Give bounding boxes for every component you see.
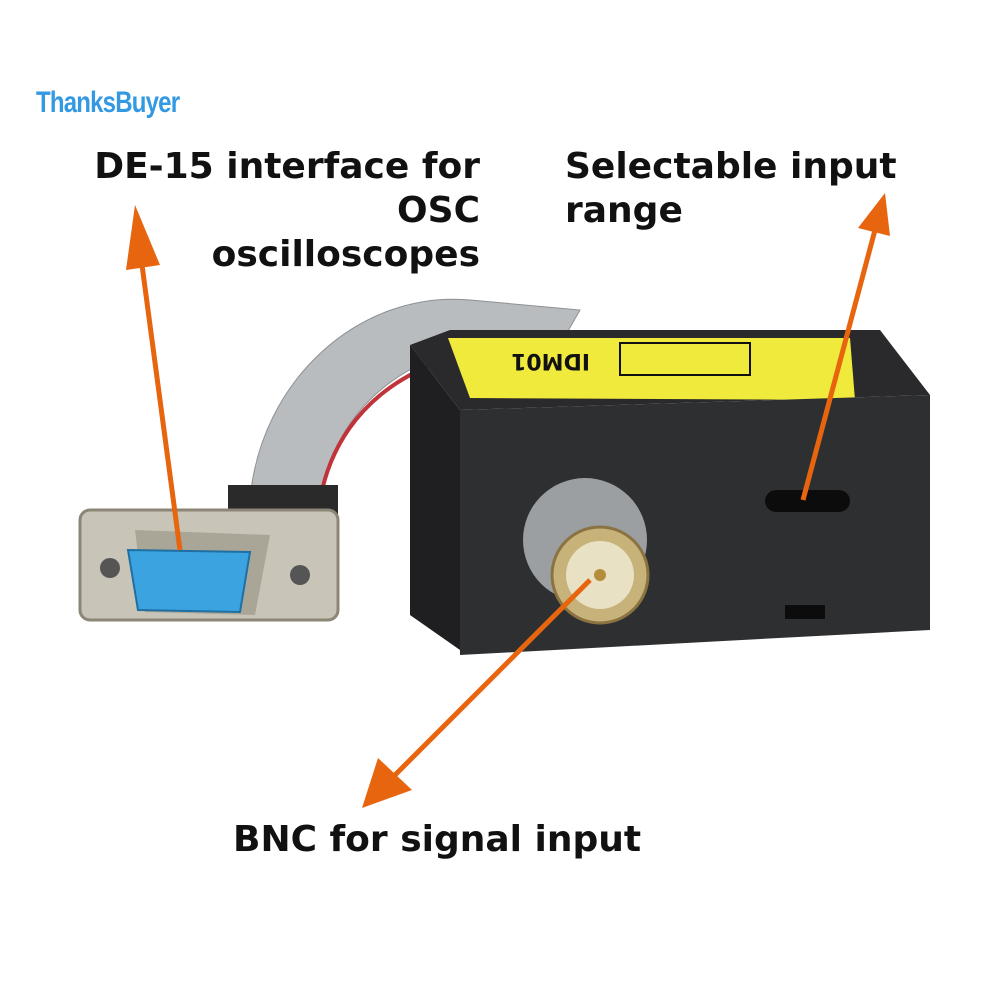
annotation-bnc: BNC for signal input bbox=[233, 819, 642, 860]
device-label bbox=[448, 338, 855, 400]
bnc-connector bbox=[523, 478, 650, 625]
annotation-input-range: Selectable input range bbox=[565, 146, 897, 231]
annotation-de15-line2: oscilloscopes bbox=[211, 234, 480, 275]
model-text: IDM01 bbox=[511, 348, 590, 373]
de15-connector bbox=[78, 485, 340, 622]
arrow-range bbox=[800, 193, 890, 501]
annotation-de15: DE-15 interface for OSC oscilloscopes bbox=[0, 145, 480, 277]
annotation-de15-line1: DE-15 interface for OSC bbox=[94, 146, 480, 231]
arrow-bnc bbox=[362, 578, 592, 808]
range-switch-slot bbox=[765, 490, 850, 512]
brand-watermark: ThanksBuyer bbox=[36, 86, 180, 119]
module-case: IDM01 bbox=[410, 330, 930, 655]
ribbon-cable bbox=[249, 298, 581, 501]
arrow-de15 bbox=[126, 205, 183, 551]
